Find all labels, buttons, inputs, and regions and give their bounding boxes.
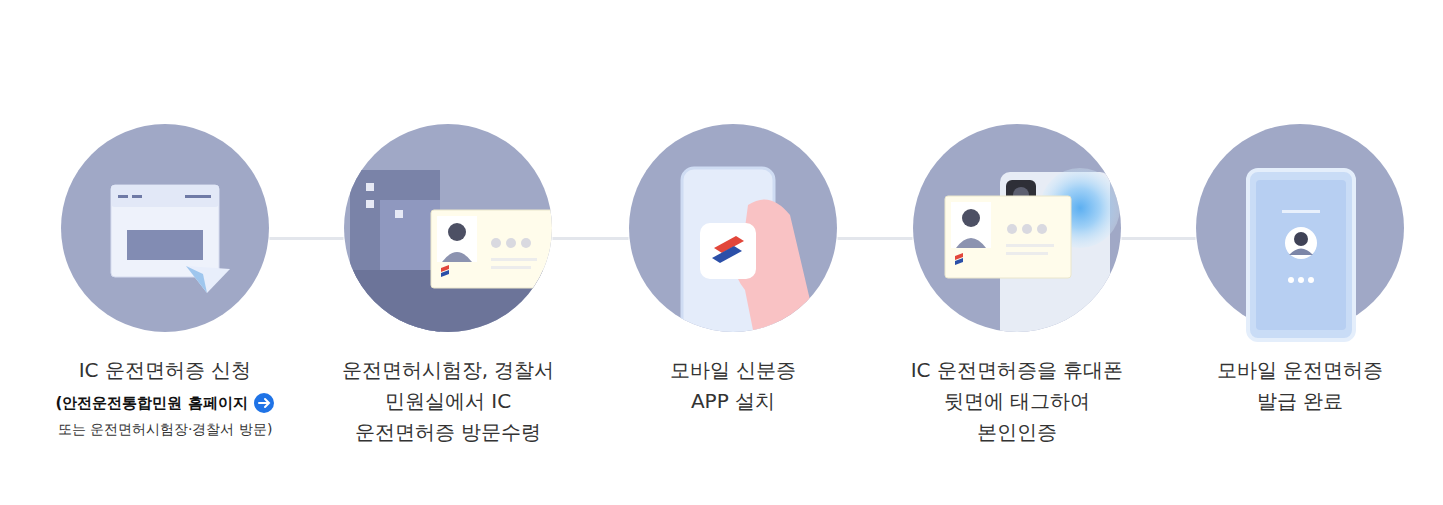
browser-illustration xyxy=(111,185,230,293)
step-circle-area xyxy=(912,123,1122,333)
step-node: 모바일 신분증 APP 설치 xyxy=(628,123,838,417)
step-connector xyxy=(1121,237,1195,240)
step-circle-area xyxy=(628,123,838,333)
step-circle-area xyxy=(60,123,270,333)
step-circle-area xyxy=(343,123,553,333)
phone-app-illustration xyxy=(682,168,810,348)
step-connector xyxy=(552,237,628,240)
step-title: 모바일 신분증 APP 설치 xyxy=(658,355,808,417)
step-node: IC 운전면허증 신청 (안전운전통합민원 홈페이지또는 운전면허시험장·경찰서 … xyxy=(45,123,285,442)
step-connector xyxy=(837,237,912,240)
step-title: 모바일 운전면허증 발급 완료 xyxy=(1210,355,1390,417)
building-illustration xyxy=(350,170,560,340)
step-node: 모바일 운전면허증 발급 완료 xyxy=(1195,123,1405,417)
step-title: IC 운전면허증을 휴대폰 뒷면에 태그하여 본인인증 xyxy=(903,355,1131,448)
step-circle-area xyxy=(1195,123,1405,333)
step-note: 또는 운전면허시험장·경찰서 방문) xyxy=(58,416,273,442)
link-arrow-icon xyxy=(253,392,275,414)
step-connector xyxy=(269,237,343,240)
step-title: 운전면허시험장, 경찰서 민원실에서 IC 운전면허증 방문수령 xyxy=(341,355,556,448)
nfc-tag-illustration xyxy=(945,168,1120,352)
step-node: 운전면허시험장, 경찰서 민원실에서 IC 운전면허증 방문수령 xyxy=(333,123,563,448)
step-node: IC 운전면허증을 휴대폰 뒷면에 태그하여 본인인증 xyxy=(892,123,1142,448)
step-title: IC 운전면허증 신청 xyxy=(45,355,285,386)
link-text: (안전운전통합민원 홈페이지 xyxy=(55,390,247,416)
link-row: (안전운전통합민원 홈페이지 xyxy=(55,390,274,416)
mobile-license-illustration xyxy=(1248,170,1354,340)
